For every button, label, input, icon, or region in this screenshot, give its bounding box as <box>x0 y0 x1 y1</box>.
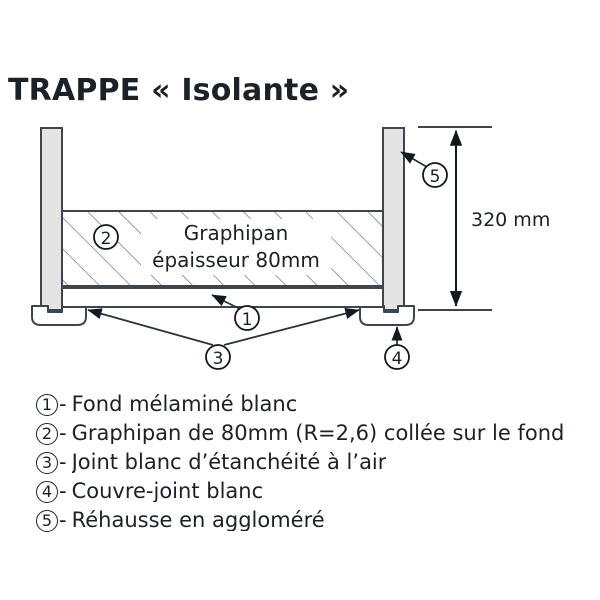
legend-dash-1: - <box>59 392 67 416</box>
left-post <box>40 127 63 311</box>
legend-dash-2: - <box>59 421 67 445</box>
leader-line-5 <box>400 151 428 168</box>
callout-marker-1: 1 <box>234 305 260 331</box>
legend-number-5: 5 <box>36 509 58 532</box>
legend-item-4: 4 - Couvre-joint blanc <box>36 477 600 506</box>
callout-label-3: 3 <box>213 349 224 369</box>
leader-line-1 <box>211 294 241 310</box>
legend-item-5: 5 - Réhausse en aggloméré <box>36 506 600 535</box>
legend-text-1: Fond mélaminé blanc <box>71 394 298 415</box>
callout-marker-2: 2 <box>93 224 119 250</box>
page-title: TRAPPE « Isolante » <box>8 73 350 108</box>
callout-marker-5: 5 <box>422 162 448 188</box>
legend-item-3: 3 - Joint blanc d’étanchéité à l’air <box>36 448 600 477</box>
legend-dash-4: - <box>59 479 67 503</box>
legend-item-1: 1 - Fond mélaminé blanc <box>36 390 600 419</box>
callout-label-1: 1 <box>242 310 253 330</box>
panel-label-line1: Graphipan <box>184 221 289 245</box>
leader-line-3 <box>87 308 360 346</box>
right-cover-joint <box>359 305 415 326</box>
right-post <box>382 127 405 311</box>
dimension-320mm: 320 mm <box>418 126 550 311</box>
callout-marker-3: 3 <box>205 344 231 370</box>
melamine-base-panel <box>61 287 384 308</box>
legend-dash-3: - <box>59 450 67 474</box>
callout-label-2: 2 <box>101 229 112 249</box>
legend-text-4: Couvre-joint blanc <box>71 481 264 502</box>
legend-number-3: 3 <box>36 451 58 474</box>
callout-label-5: 5 <box>430 167 441 187</box>
panel-label-line2: épaisseur 80mm <box>152 248 320 272</box>
legend-number-2: 2 <box>36 422 58 445</box>
legend-list: 1 - Fond mélaminé blanc 2 - Graphipan de… <box>36 390 600 535</box>
callout-label-4: 4 <box>392 349 403 369</box>
legend-text-2: Graphipan de 80mm (R=2,6) collée sur le … <box>71 423 565 444</box>
legend-item-2: 2 - Graphipan de 80mm (R=2,6) collée sur… <box>36 419 600 448</box>
legend-text-3: Joint blanc d’étanchéité à l’air <box>71 452 387 473</box>
legend-number-1: 1 <box>36 393 58 416</box>
panel-label-backdrop <box>141 219 331 275</box>
dimension-label: 320 mm <box>471 209 550 231</box>
legend-number-4: 4 <box>36 480 58 503</box>
callout-marker-4: 4 <box>384 344 410 370</box>
legend-text-5: Réhausse en aggloméré <box>71 510 325 531</box>
legend-dash-5: - <box>59 508 67 532</box>
